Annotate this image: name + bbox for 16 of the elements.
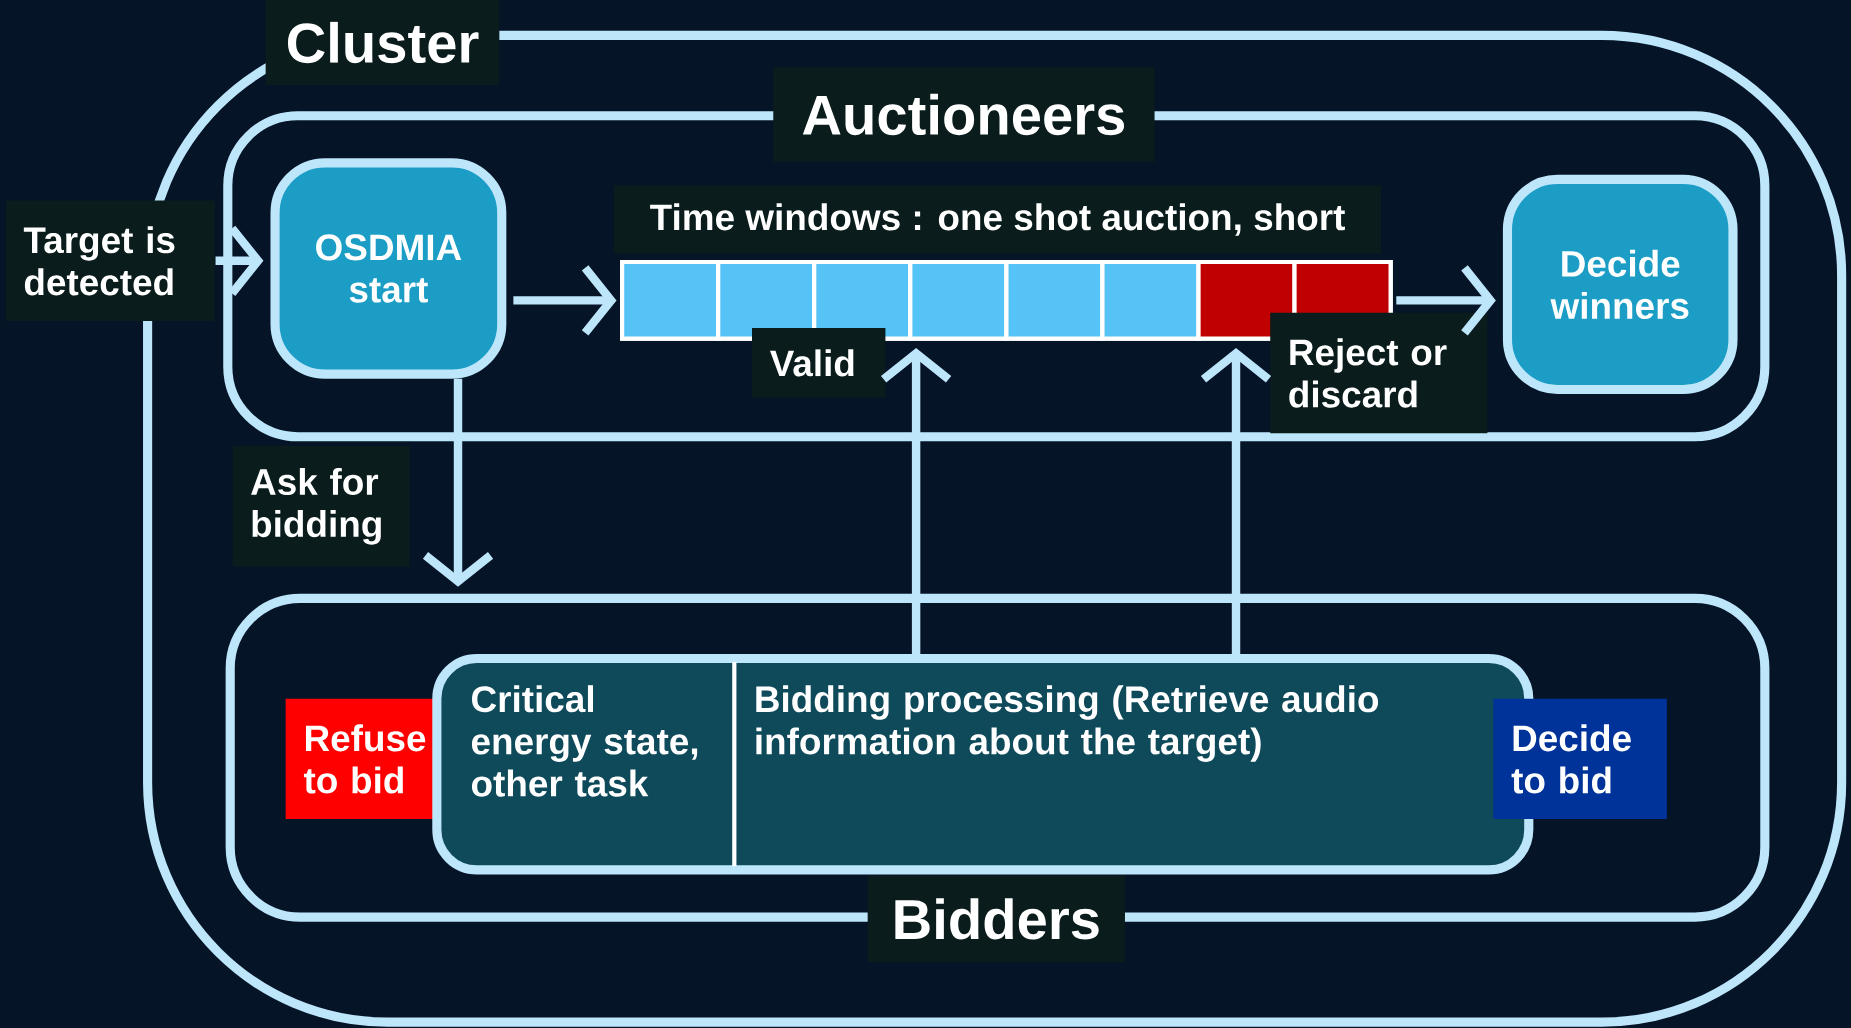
process-text: Bidding processing (Retrieve audio information about the target)	[756, 685, 1379, 762]
arrow	[422, 378, 494, 587]
process-box: OSDMIA start	[270, 158, 507, 379]
edge-label: Ask for bidding	[232, 446, 410, 567]
process-box: Decide winners	[1502, 174, 1738, 394]
group-heading: Bidders	[867, 875, 1125, 962]
arrow	[1200, 347, 1272, 654]
group-heading: Cluster	[265, 0, 500, 85]
slot-label: Reject or discard	[1270, 312, 1488, 434]
process-text: Critical energy state, other task	[471, 685, 698, 797]
group-heading: Auctioneers	[773, 67, 1155, 162]
bar-title: Time windows : one shot auction, short	[613, 185, 1382, 254]
slot-label: Valid	[752, 328, 886, 398]
arrow	[881, 347, 952, 654]
text-box: Target is detected	[5, 200, 215, 321]
decision-box: Decide to bid	[1493, 698, 1667, 820]
